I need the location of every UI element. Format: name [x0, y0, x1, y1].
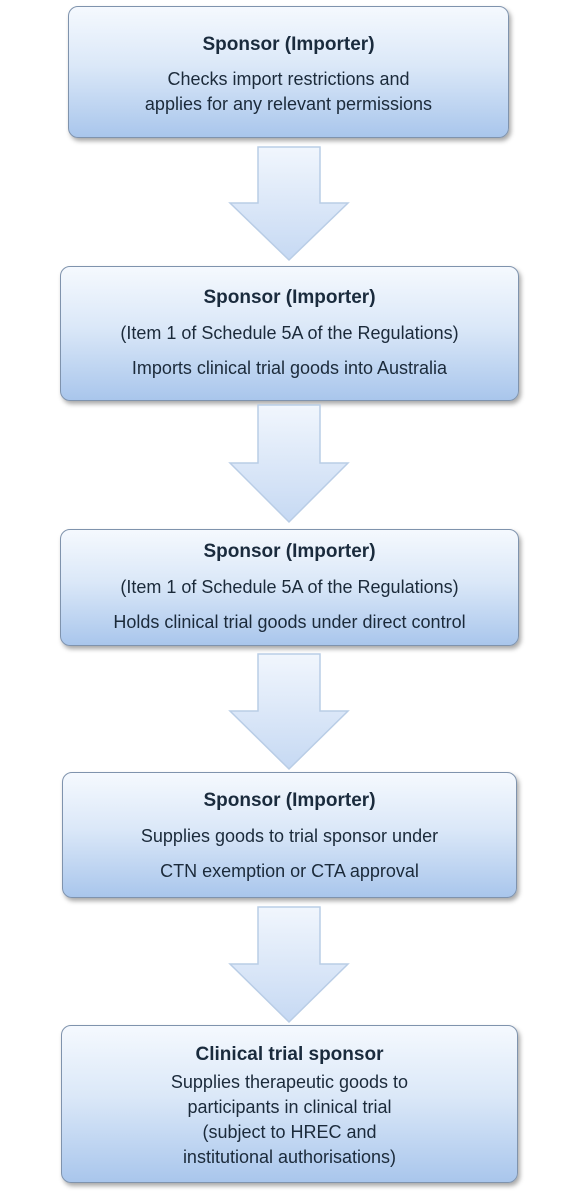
- step-3-line-2: Holds clinical trial goods under direct …: [113, 612, 466, 632]
- flow-step-4: Sponsor (Importer) Supplies goods to tri…: [62, 772, 517, 898]
- step-4-title: Sponsor (Importer): [203, 790, 376, 811]
- step-4-line-2: CTN exemption or CTA approval: [160, 861, 419, 881]
- down-arrow-icon: [228, 404, 350, 524]
- flow-step-2: Sponsor (Importer) (Item 1 of Schedule 5…: [60, 266, 519, 401]
- step-2-title: Sponsor (Importer): [203, 287, 376, 308]
- step-5-line-4: institutional authorisations): [182, 1147, 397, 1167]
- step-5-line-1: Supplies therapeutic goods to: [170, 1072, 409, 1092]
- step-5-title: Clinical trial sponsor: [195, 1044, 384, 1065]
- step-3-title: Sponsor (Importer): [203, 541, 376, 562]
- step-2-line-1: (Item 1 of Schedule 5A of the Regulation…: [120, 323, 459, 343]
- flow-step-3: Sponsor (Importer) (Item 1 of Schedule 5…: [60, 529, 519, 646]
- flow-step-5: Clinical trial sponsor Supplies therapeu…: [61, 1025, 518, 1183]
- down-arrow-icon: [228, 653, 350, 771]
- step-5-line-3: (subject to HREC and: [202, 1122, 377, 1142]
- step-4-line-1: Supplies goods to trial sponsor under: [140, 826, 439, 846]
- step-1-line-1: Checks import restrictions and: [167, 69, 410, 89]
- step-1-title: Sponsor (Importer): [202, 34, 375, 55]
- down-arrow-icon: [228, 906, 350, 1024]
- down-arrow-icon: [228, 146, 350, 262]
- step-3-line-1: (Item 1 of Schedule 5A of the Regulation…: [120, 577, 459, 597]
- step-1-line-2: applies for any relevant permissions: [144, 94, 433, 114]
- step-2-line-2: Imports clinical trial goods into Austra…: [131, 358, 448, 378]
- step-5-line-2: participants in clinical trial: [187, 1097, 392, 1117]
- flow-step-1: Sponsor (Importer) Checks import restric…: [68, 6, 509, 138]
